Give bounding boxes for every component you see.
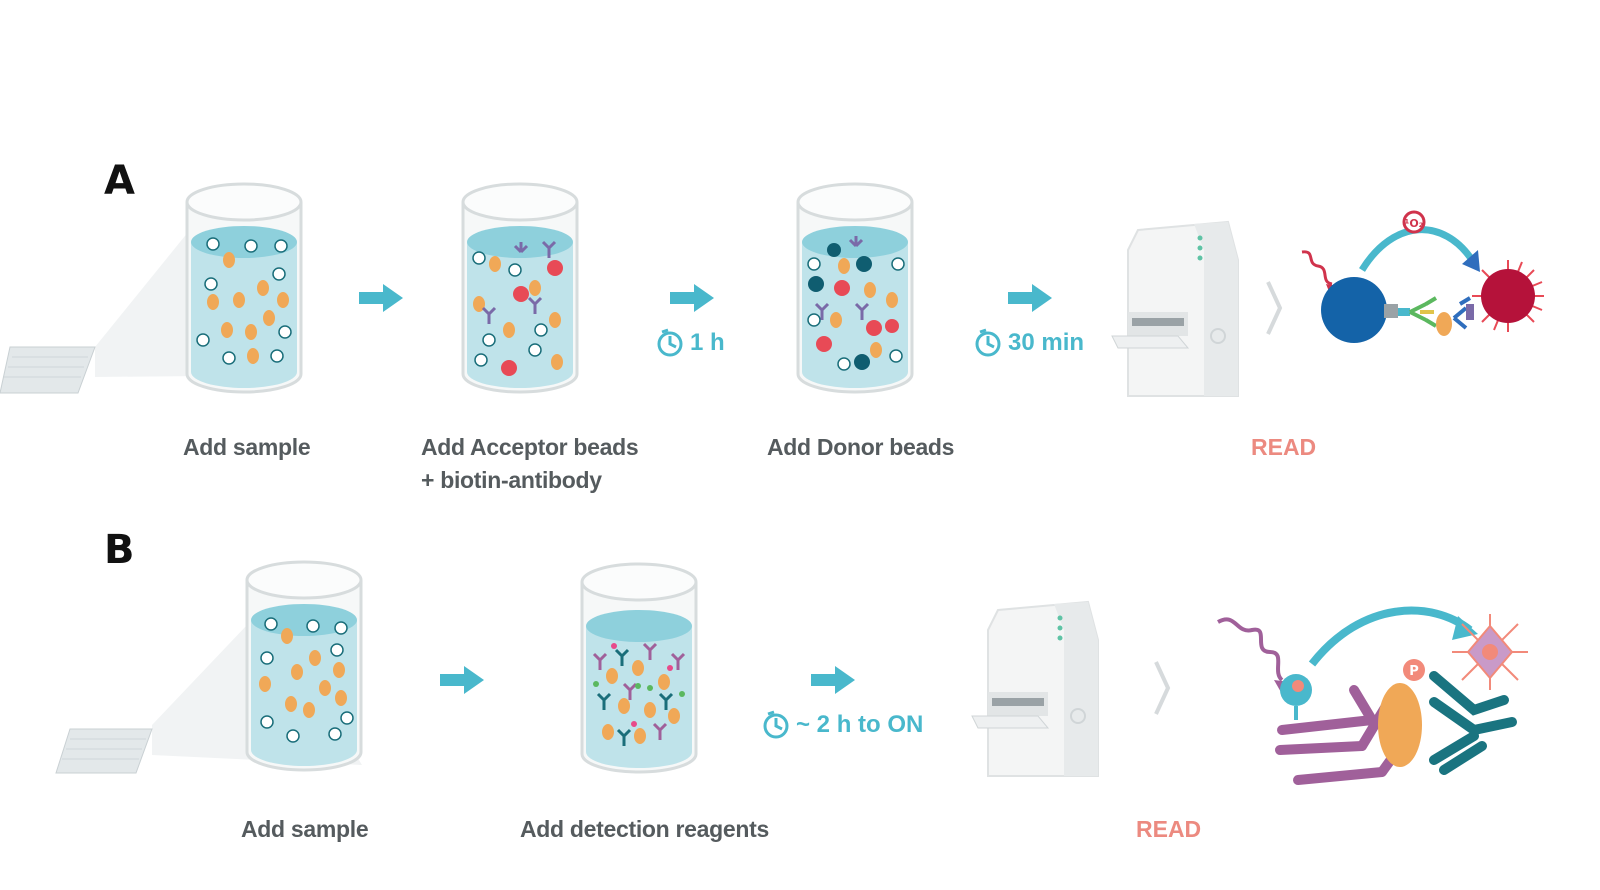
arrow-a1 — [359, 284, 403, 312]
incubation-b1: ~ 2 h to ON — [762, 710, 923, 740]
timer-icon — [763, 710, 789, 739]
step-label-line1: Add Acceptor beads — [421, 434, 639, 460]
step-label: Add sample — [241, 816, 369, 842]
incubation-a1: 1 h — [656, 328, 725, 358]
alphascreen-mechanism: ¹O₂ — [1301, 210, 1544, 343]
plate-reader-a — [1111, 220, 1239, 397]
phospho-label: P — [1409, 664, 1419, 679]
arrow-b2 — [811, 666, 855, 694]
panel-letter-b: B — [104, 527, 135, 573]
incubation-time: 1 h — [690, 329, 725, 356]
arrow-b1 — [440, 666, 484, 694]
incubation-time: 30 min — [1008, 329, 1085, 356]
beaker-acceptor-beads — [461, 182, 579, 394]
incubation-time: ~ 2 h to ON — [796, 711, 924, 738]
timer-icon — [975, 328, 1001, 357]
beaker-add-sample-a — [185, 182, 303, 394]
step-label: Add detection reagents — [520, 816, 769, 842]
step-label-acceptor: Add Acceptor beads + biotin-antibody — [421, 434, 639, 494]
beaker-donor-beads — [796, 182, 914, 394]
beaker-detection-reagents — [580, 562, 698, 774]
step-label: Add Donor beads — [767, 434, 955, 460]
timer-icon — [657, 328, 683, 357]
beaker-add-sample-b — [245, 560, 363, 772]
alphalisa-mechanism: P — [1217, 606, 1528, 785]
chevron-right-icon — [1266, 281, 1283, 335]
singlet-oxygen-label: ¹O₂ — [1405, 217, 1424, 230]
incubation-a2: 30 min — [974, 328, 1084, 358]
plate-reader-b — [971, 600, 1099, 777]
arrow-a2 — [670, 284, 714, 312]
step-label: Add sample — [183, 434, 311, 460]
read-label: READ — [1136, 816, 1202, 842]
step-label-line2: + biotin-antibody — [421, 467, 602, 493]
panel-letter-a: A — [104, 158, 135, 204]
arrow-a3 — [1008, 284, 1052, 312]
read-label: READ — [1251, 434, 1317, 460]
chevron-right-icon — [1154, 661, 1171, 715]
